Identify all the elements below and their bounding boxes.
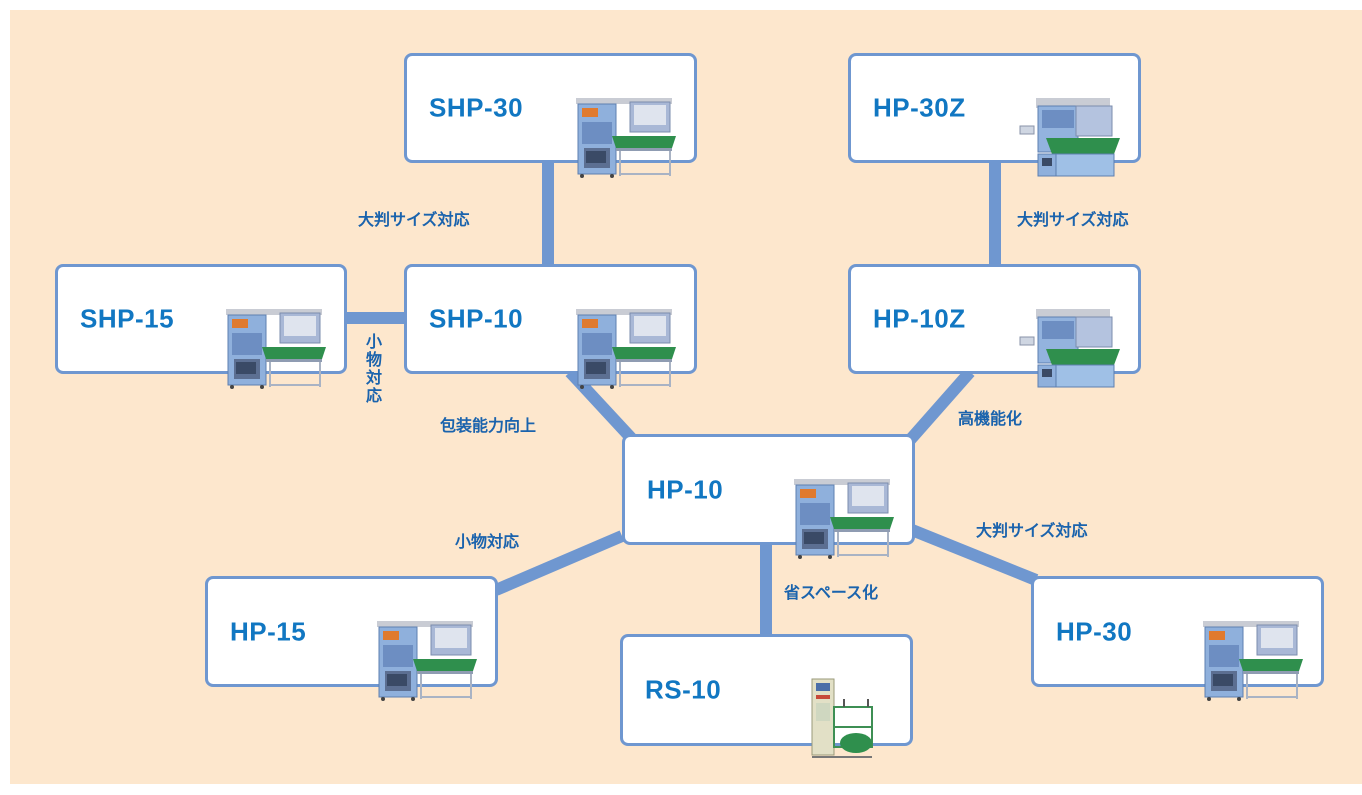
edge-label-high-function: 高機能化: [958, 409, 1023, 428]
node-label: HP-10Z: [873, 303, 966, 334]
machine-illustration: [790, 445, 900, 595]
edge-label-small-items-hp: 小物対応: [455, 532, 520, 551]
node-label: SHP-30: [429, 92, 524, 123]
edge-label-large-size-hpz: 大判サイズ対応: [1017, 210, 1129, 229]
connector-hp10-hp30: [909, 524, 1039, 586]
edge-label-space-saving: 省スペース化: [784, 583, 879, 602]
machine-illustration: [788, 645, 898, 795]
node-shp-10: SHP-10: [404, 264, 697, 374]
edge-label-capacity-up: 包装能力向上: [440, 416, 537, 435]
node-hp-10: HP-10: [622, 434, 915, 545]
node-shp-15: SHP-15: [55, 264, 347, 374]
node-label: RS-10: [645, 674, 722, 705]
node-label: HP-30: [1056, 616, 1133, 646]
machine-illustration: [1016, 275, 1126, 425]
machine-illustration: [1016, 64, 1126, 214]
node-shp-30: SHP-30: [404, 53, 697, 163]
node-label: HP-10: [647, 474, 724, 504]
node-rs-10: RS-10: [620, 634, 913, 746]
machine-illustration: [572, 64, 682, 214]
node-label: SHP-10: [429, 303, 524, 334]
node-hp-10z: HP-10Z: [848, 264, 1141, 374]
machine-illustration: [373, 587, 483, 737]
node-hp-30: HP-30: [1031, 576, 1324, 687]
edge-label-large-size-shp: 大判サイズ対応: [358, 210, 470, 229]
machine-illustration: [222, 275, 332, 425]
node-hp-30z: HP-30Z: [848, 53, 1141, 163]
node-label: HP-15: [230, 616, 307, 646]
connector-hp10-hp15: [493, 530, 625, 596]
node-hp-15: HP-15: [205, 576, 498, 687]
node-label: HP-30Z: [873, 92, 966, 123]
node-label: SHP-15: [80, 303, 175, 334]
edge-label-small-items-shp: 小物対応: [363, 333, 382, 405]
machine-illustration: [1199, 587, 1309, 737]
machine-illustration: [572, 275, 682, 425]
connector-hp10-hp10z: [905, 368, 975, 444]
edge-label-large-size-hp: 大判サイズ対応: [976, 521, 1088, 540]
